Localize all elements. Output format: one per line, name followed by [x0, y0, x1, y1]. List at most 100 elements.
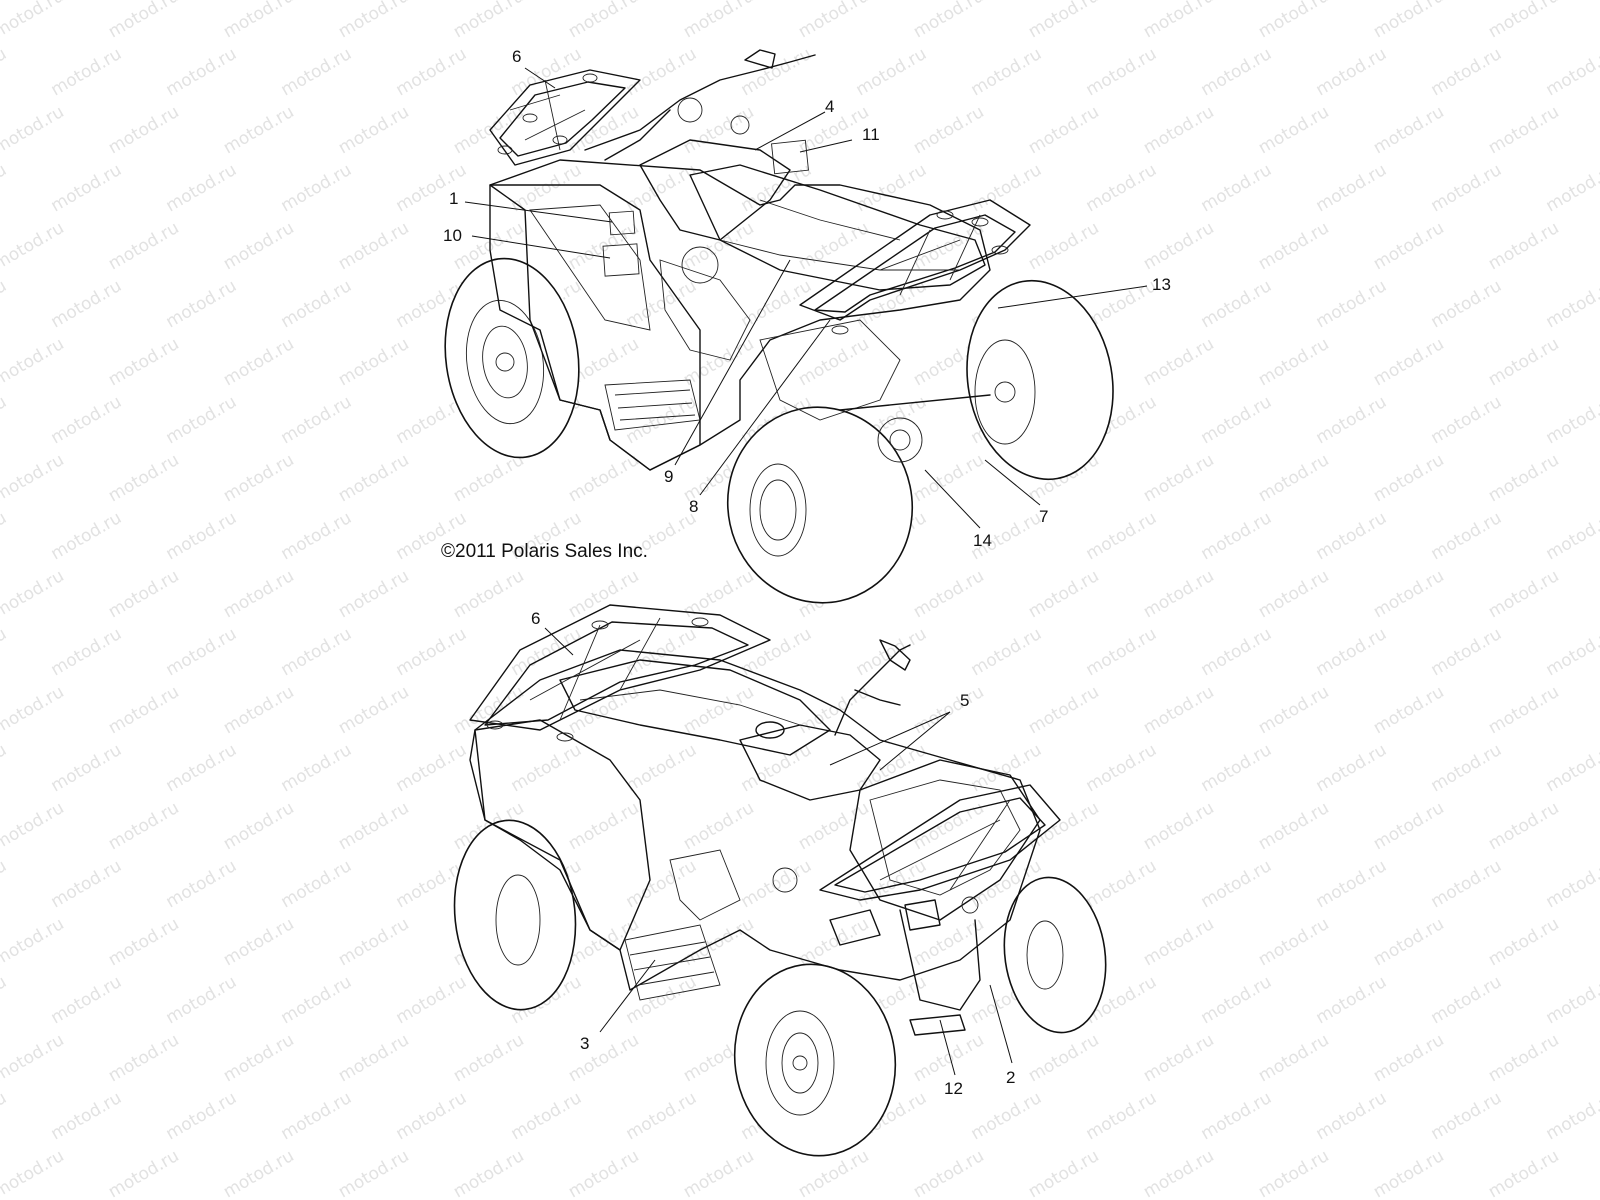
watermark-text: motod.ru: [1313, 740, 1391, 796]
watermark-text: motod.ru: [163, 44, 241, 100]
watermark-text: motod.ru: [278, 392, 356, 448]
watermark-text: motod.ru: [1255, 218, 1333, 274]
watermark-text: motod.ru: [1025, 0, 1103, 42]
watermark-text: motod.ru: [1313, 44, 1391, 100]
watermark-text: motod.ru: [1313, 624, 1391, 680]
watermark-text: motod.ru: [220, 682, 298, 738]
watermark-text: motod.ru: [335, 334, 413, 390]
watermark-text: motod.ru: [1428, 1088, 1506, 1144]
watermark-text: motod.ru: [0, 624, 10, 680]
watermark-text: motod.ru: [1025, 566, 1103, 622]
watermark-text: motod.ru: [565, 798, 643, 854]
watermark-text: motod.ru: [105, 0, 183, 42]
watermark-text: motod.ru: [335, 218, 413, 274]
watermark-text: motod.ru: [1140, 450, 1218, 506]
watermark-text: motod.ru: [910, 1146, 988, 1200]
watermark-text: motod.ru: [220, 0, 298, 42]
watermark-text: motod.ru: [0, 0, 68, 42]
callout-13: 13: [1152, 275, 1171, 294]
callout-labels: 6 4 11 1 10 13 9 8 14 7 6 5 3 12 2: [443, 47, 1171, 1098]
watermark-text: motod.ru: [623, 1088, 701, 1144]
watermark-text: motod.ru: [508, 1088, 586, 1144]
watermark-text: motod.ru: [105, 566, 183, 622]
watermark-text: motod.ru: [278, 276, 356, 332]
watermark-text: motod.ru: [335, 1030, 413, 1086]
watermark-text: motod.ru: [48, 508, 126, 564]
watermark-text: motod.ru: [623, 276, 701, 332]
callout-12: 12: [944, 1079, 963, 1098]
watermark-text: motod.ru: [853, 44, 931, 100]
watermark-text: motod.ru: [795, 682, 873, 738]
watermark-text: motod.ru: [105, 798, 183, 854]
watermark-text: motod.ru: [623, 740, 701, 796]
watermark-text: motod.ru: [105, 334, 183, 390]
watermark-text: motod.ru: [48, 44, 126, 100]
watermark-text: motod.ru: [163, 392, 241, 448]
watermark-text: motod.ru: [565, 566, 643, 622]
watermark-text: motod.ru: [0, 798, 68, 854]
watermark-text: motod.ru: [393, 972, 471, 1028]
watermark-text: motod.ru: [968, 624, 1046, 680]
copyright-text: ©2011 Polaris Sales Inc.: [441, 541, 648, 562]
watermark-text: motod.ru: [163, 856, 241, 912]
watermark-text: motod.ru: [565, 0, 643, 42]
watermark-text: motod.ru: [623, 972, 701, 1028]
watermark-text: motod.ru: [393, 624, 471, 680]
watermark-text: motod.ru: [450, 682, 528, 738]
watermark-text: motod.ru: [48, 740, 126, 796]
watermark-text: motod.ru: [220, 450, 298, 506]
watermark-text: motod.ru: [1083, 160, 1161, 216]
watermark-text: motod.ru: [1025, 102, 1103, 158]
watermark-text: motod.ru: [1313, 392, 1391, 448]
watermark-text: motod.ru: [48, 624, 126, 680]
watermark-text: motod.ru: [565, 1146, 643, 1200]
watermark-text: motod.ru: [795, 334, 873, 390]
watermark-text: motod.ru: [0, 218, 68, 274]
watermark-text: motod.ru: [1255, 798, 1333, 854]
watermark-text: motod.ru: [853, 624, 931, 680]
watermark-text: motod.ru: [680, 914, 758, 970]
watermark-text: motod.ru: [680, 682, 758, 738]
watermark-text: motod.ru: [680, 334, 758, 390]
callout-4: 4: [825, 97, 834, 116]
watermark-text: motod.ru: [105, 1030, 183, 1086]
watermark-text: motod.ru: [968, 44, 1046, 100]
watermark-text: motod.ru: [1198, 624, 1276, 680]
watermark-text: motod.ru: [393, 740, 471, 796]
watermark-text: motod.ru: [1198, 160, 1276, 216]
callout-10: 10: [443, 226, 462, 245]
watermark-text: motod.ru: [623, 44, 701, 100]
watermark-text: motod.ru: [1025, 1146, 1103, 1200]
watermark-text: motod.ru: [1485, 0, 1563, 42]
watermark-text: motod.ru: [1140, 566, 1218, 622]
watermark-text: motod.ru: [1313, 856, 1391, 912]
watermark-text: motod.ru: [1083, 624, 1161, 680]
callout-6-top: 6: [512, 47, 521, 66]
watermark-text: motod.ru: [450, 450, 528, 506]
watermark-text: motod.ru: [1543, 856, 1600, 912]
watermark-text: motod.ru: [1370, 102, 1448, 158]
watermark-text: motod.ru: [105, 218, 183, 274]
watermark-text: motod.ru: [1543, 972, 1600, 1028]
callout-3: 3: [580, 1034, 589, 1053]
watermark-text: motod.ru: [0, 160, 10, 216]
watermark-text: motod.ru: [278, 160, 356, 216]
watermark-text: motod.ru: [1543, 44, 1600, 100]
watermark-text: motod.ru: [1083, 1088, 1161, 1144]
watermark-text: motod.ru: [1140, 682, 1218, 738]
watermark-text: motod.ru: [910, 450, 988, 506]
watermark-text: motod.ru: [1485, 1146, 1563, 1200]
watermark-text: motod.ru: [0, 566, 68, 622]
watermark-text: motod.ru: [450, 566, 528, 622]
watermark-text: motod.ru: [220, 102, 298, 158]
watermark-text: motod.ru: [163, 276, 241, 332]
watermark-text: motod.ru: [1543, 508, 1600, 564]
watermark-text: motod.ru: [1543, 276, 1600, 332]
watermark-text: motod.ru: [335, 914, 413, 970]
watermark-text: motod.ru: [680, 102, 758, 158]
watermark-text: motod.ru: [1428, 856, 1506, 912]
watermark-text: motod.ru: [1543, 624, 1600, 680]
watermark-text: motod.ru: [105, 1146, 183, 1200]
callout-14: 14: [973, 531, 992, 550]
watermark-text: motod.ru: [1198, 508, 1276, 564]
